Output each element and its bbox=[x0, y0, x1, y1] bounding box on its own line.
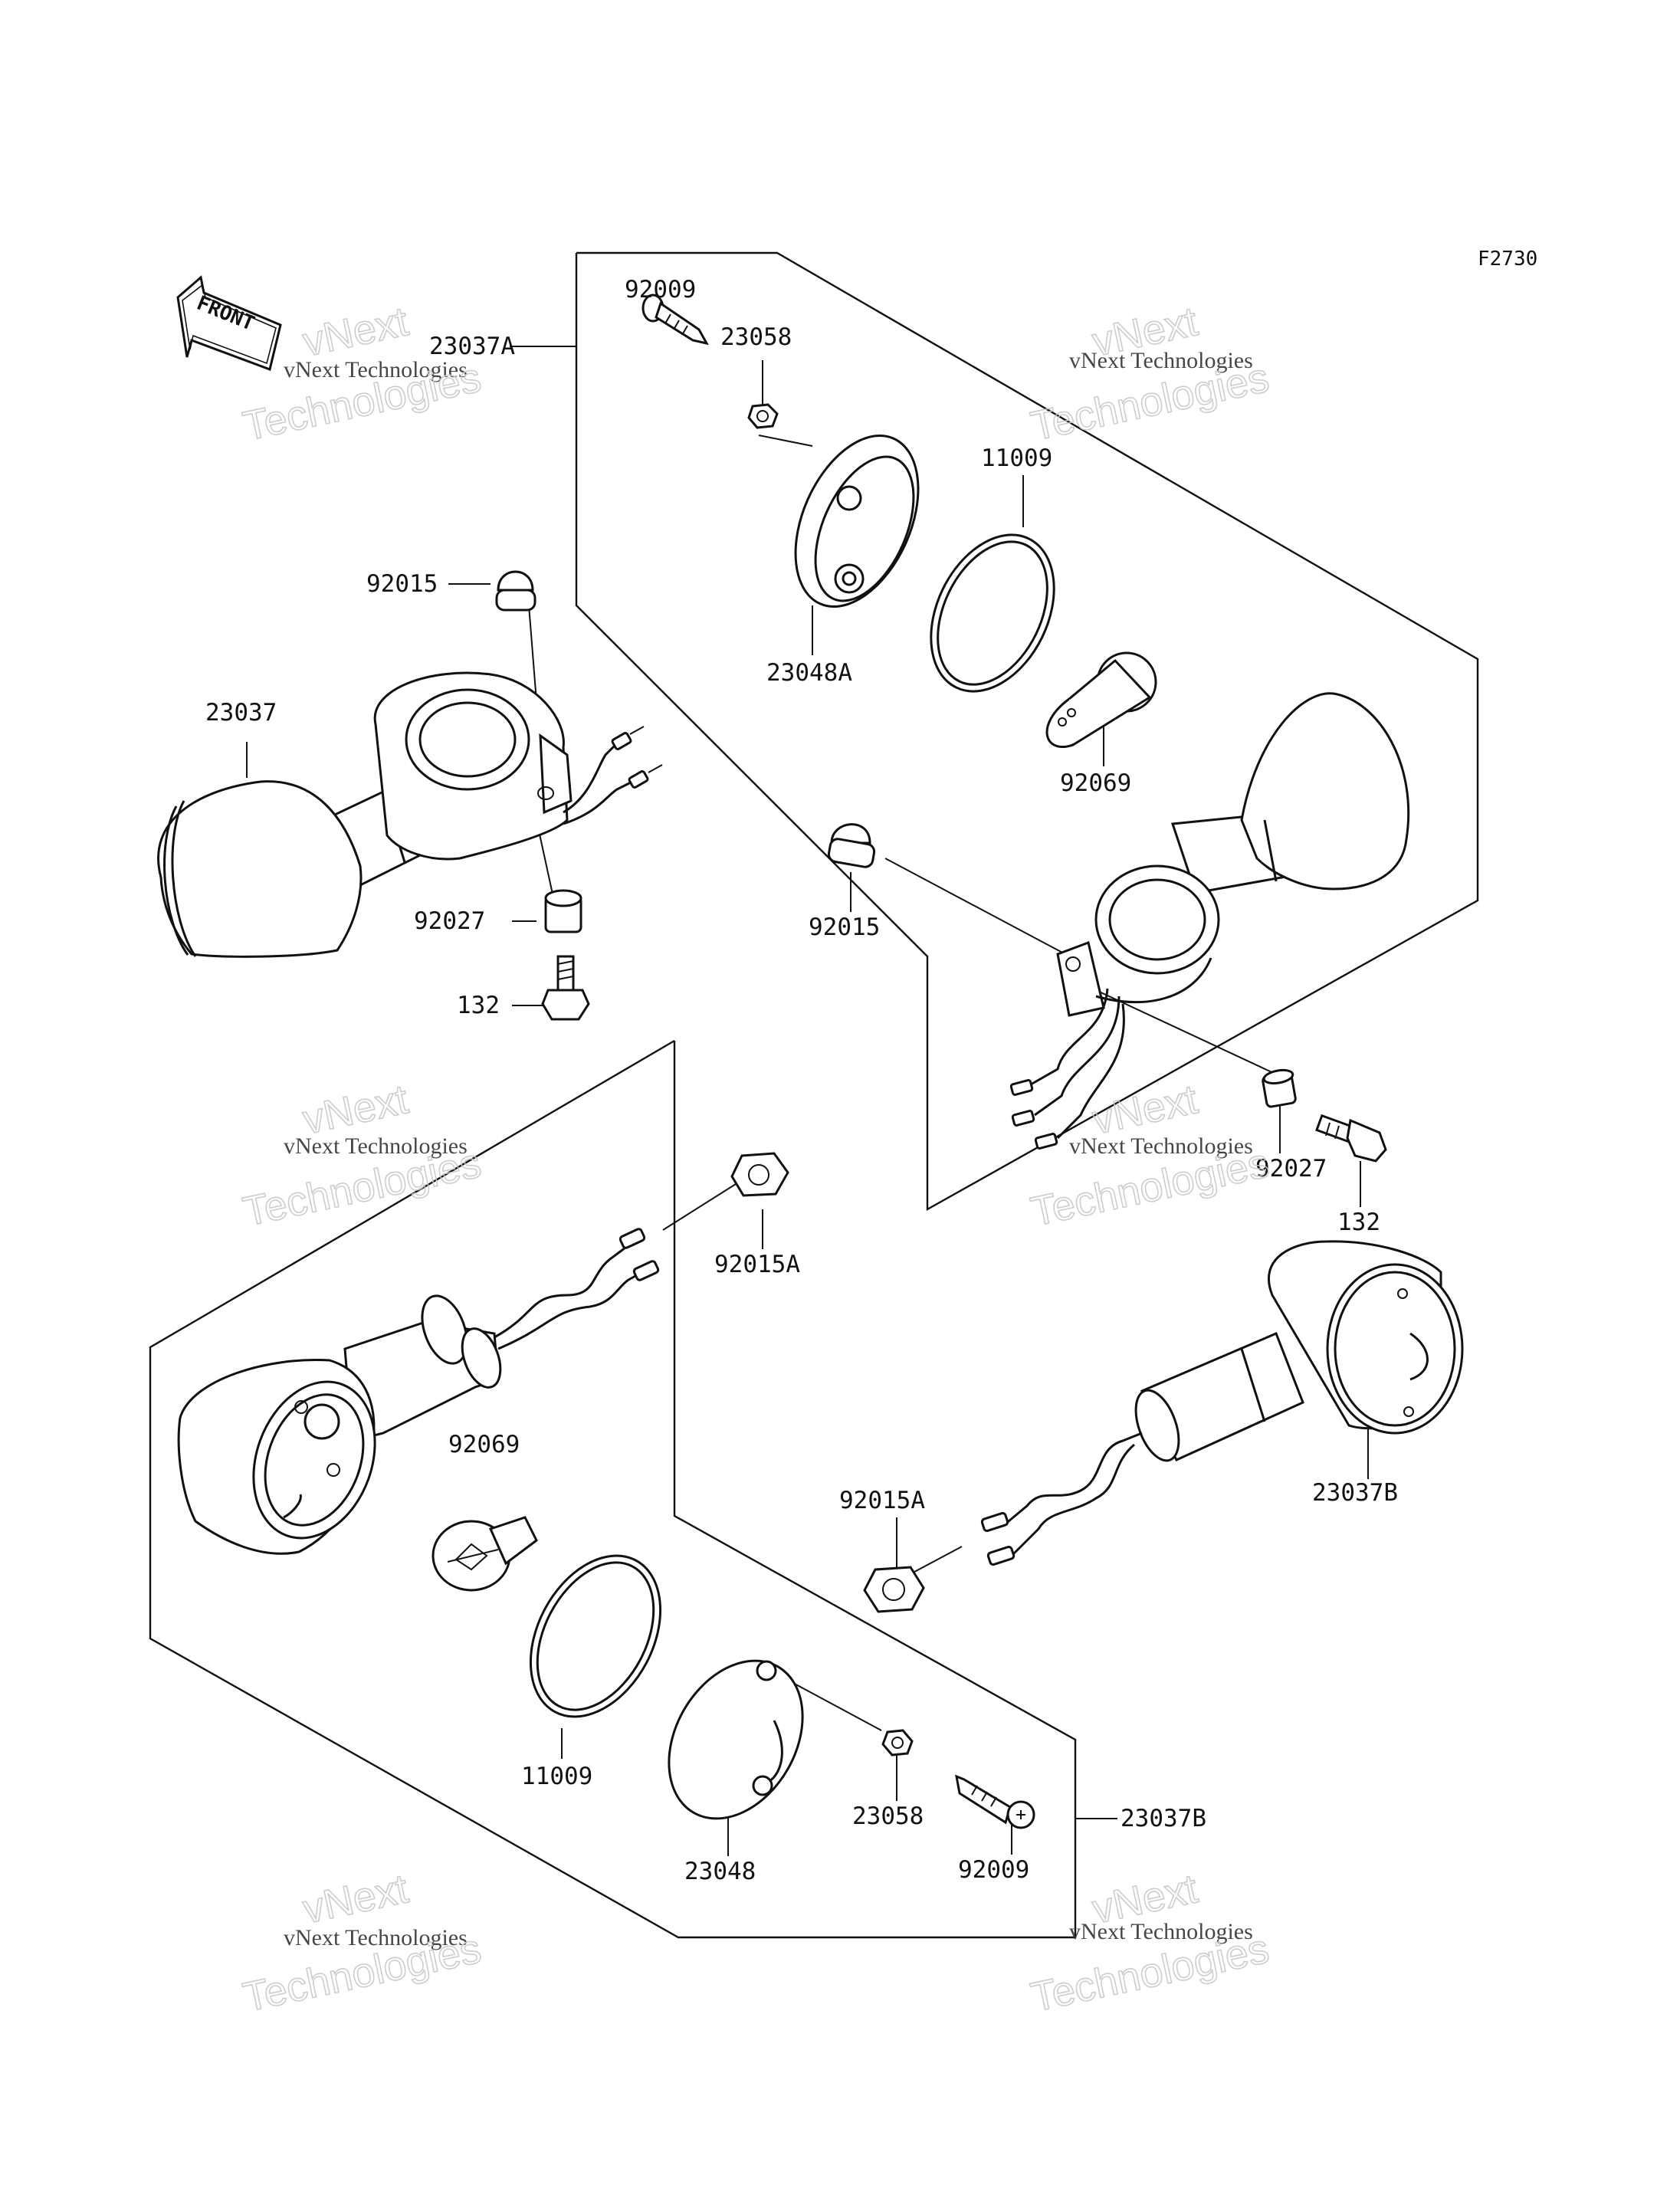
label-23048A: 23048A bbox=[766, 659, 852, 687]
label-92015A-bottom: 92015A bbox=[839, 1487, 925, 1514]
figure-number: F2730 bbox=[1478, 248, 1537, 271]
label-92027-right: 92027 bbox=[1255, 1155, 1327, 1183]
collar-92027-right bbox=[1262, 1068, 1297, 1108]
label-11009-bottom: 11009 bbox=[521, 1763, 592, 1790]
label-92015A-top: 92015A bbox=[714, 1251, 800, 1278]
gasket-ring-11009-top bbox=[930, 533, 1055, 693]
svg-text:vNext Technologies: vNext Technologies bbox=[1069, 1919, 1253, 1944]
bolt-132-left bbox=[541, 955, 590, 1021]
label-92015-left: 92015 bbox=[366, 570, 438, 598]
label-23048: 23048 bbox=[684, 1858, 756, 1885]
svg-text:vNext Technologies: vNext Technologies bbox=[284, 357, 468, 382]
label-92015-mid: 92015 bbox=[809, 914, 880, 941]
turn-signal-23037-left bbox=[157, 671, 663, 958]
watermark-mid-right: vNext vNext Technologies Technologies bbox=[1026, 1076, 1273, 1236]
bulb-92069-top bbox=[1045, 651, 1157, 748]
label-92009-top: 92009 bbox=[625, 276, 696, 303]
assembly-frame-23037B bbox=[149, 1039, 1077, 1939]
watermark-bottom-right: vNext vNext Technologies Technologies bbox=[1026, 1865, 1273, 2022]
svg-text:vNext Technologies: vNext Technologies bbox=[284, 1133, 468, 1159]
lens-housing-23048A bbox=[794, 435, 920, 608]
label-92069-bottom: 92069 bbox=[448, 1431, 520, 1458]
screw-92009-bottom bbox=[955, 1774, 1035, 1829]
label-23058-top: 23058 bbox=[720, 323, 792, 351]
watermark-bottom-left: vNext vNext Technologies Technologies bbox=[238, 1865, 485, 2022]
svg-text:vNext: vNext bbox=[299, 298, 412, 365]
lens-23048 bbox=[668, 1659, 804, 1820]
watermark-mid-left: vNext vNext Technologies Technologies bbox=[238, 1076, 485, 1236]
turn-signal-23037A bbox=[1009, 692, 1410, 1150]
label-92027-left: 92027 bbox=[414, 907, 485, 935]
label-92009-bottom: 92009 bbox=[958, 1856, 1029, 1884]
watermark-top-right: vNext vNext Technologies Technologies bbox=[1026, 298, 1273, 451]
bulb-92069-bottom bbox=[431, 1516, 538, 1592]
collar-92027-left bbox=[544, 889, 582, 933]
flange-nut-92015A-bottom bbox=[863, 1566, 925, 1613]
svg-text:vNext: vNext bbox=[299, 1865, 412, 1932]
label-92069-top: 92069 bbox=[1060, 769, 1131, 797]
label-23037A: 23037A bbox=[429, 333, 515, 360]
assembly-frame-23037A bbox=[575, 251, 1479, 1212]
flange-nut-92015A-top bbox=[730, 1152, 789, 1197]
label-132-right: 132 bbox=[1337, 1209, 1380, 1236]
svg-text:vNext Technologies: vNext Technologies bbox=[1069, 1133, 1253, 1159]
label-23058-bottom: 23058 bbox=[852, 1802, 924, 1830]
bolt-132-right bbox=[1315, 1114, 1387, 1163]
nut-23058-top bbox=[747, 403, 779, 429]
turn-signal-23037B-right bbox=[980, 1240, 1464, 1566]
label-23037B-right: 23037B bbox=[1312, 1479, 1398, 1507]
front-label: FRONT bbox=[193, 292, 258, 336]
label-11009-top: 11009 bbox=[981, 444, 1052, 472]
screw-92009-top bbox=[641, 294, 709, 346]
cap-nut-92015-mid bbox=[827, 823, 876, 868]
label-132-left: 132 bbox=[457, 992, 500, 1019]
gasket-ring-11009-bottom bbox=[529, 1554, 662, 1718]
label-23037: 23037 bbox=[205, 699, 277, 727]
part-labels: 23037A 92009 23058 11009 23048A 92069 92… bbox=[205, 276, 1398, 1885]
label-23037B-bottom: 23037B bbox=[1121, 1805, 1206, 1832]
svg-text:vNext Technologies: vNext Technologies bbox=[1069, 348, 1253, 373]
svg-text:vNext Technologies: vNext Technologies bbox=[284, 1925, 468, 1950]
front-arrow-icon: FRONT bbox=[176, 275, 282, 371]
cap-nut-92015-left bbox=[495, 570, 536, 612]
watermark-top-left: vNext vNext Technologies Technologies bbox=[238, 298, 485, 451]
turn-signal-23037B-left bbox=[177, 1228, 660, 1555]
nut-23058-bottom bbox=[881, 1729, 914, 1757]
